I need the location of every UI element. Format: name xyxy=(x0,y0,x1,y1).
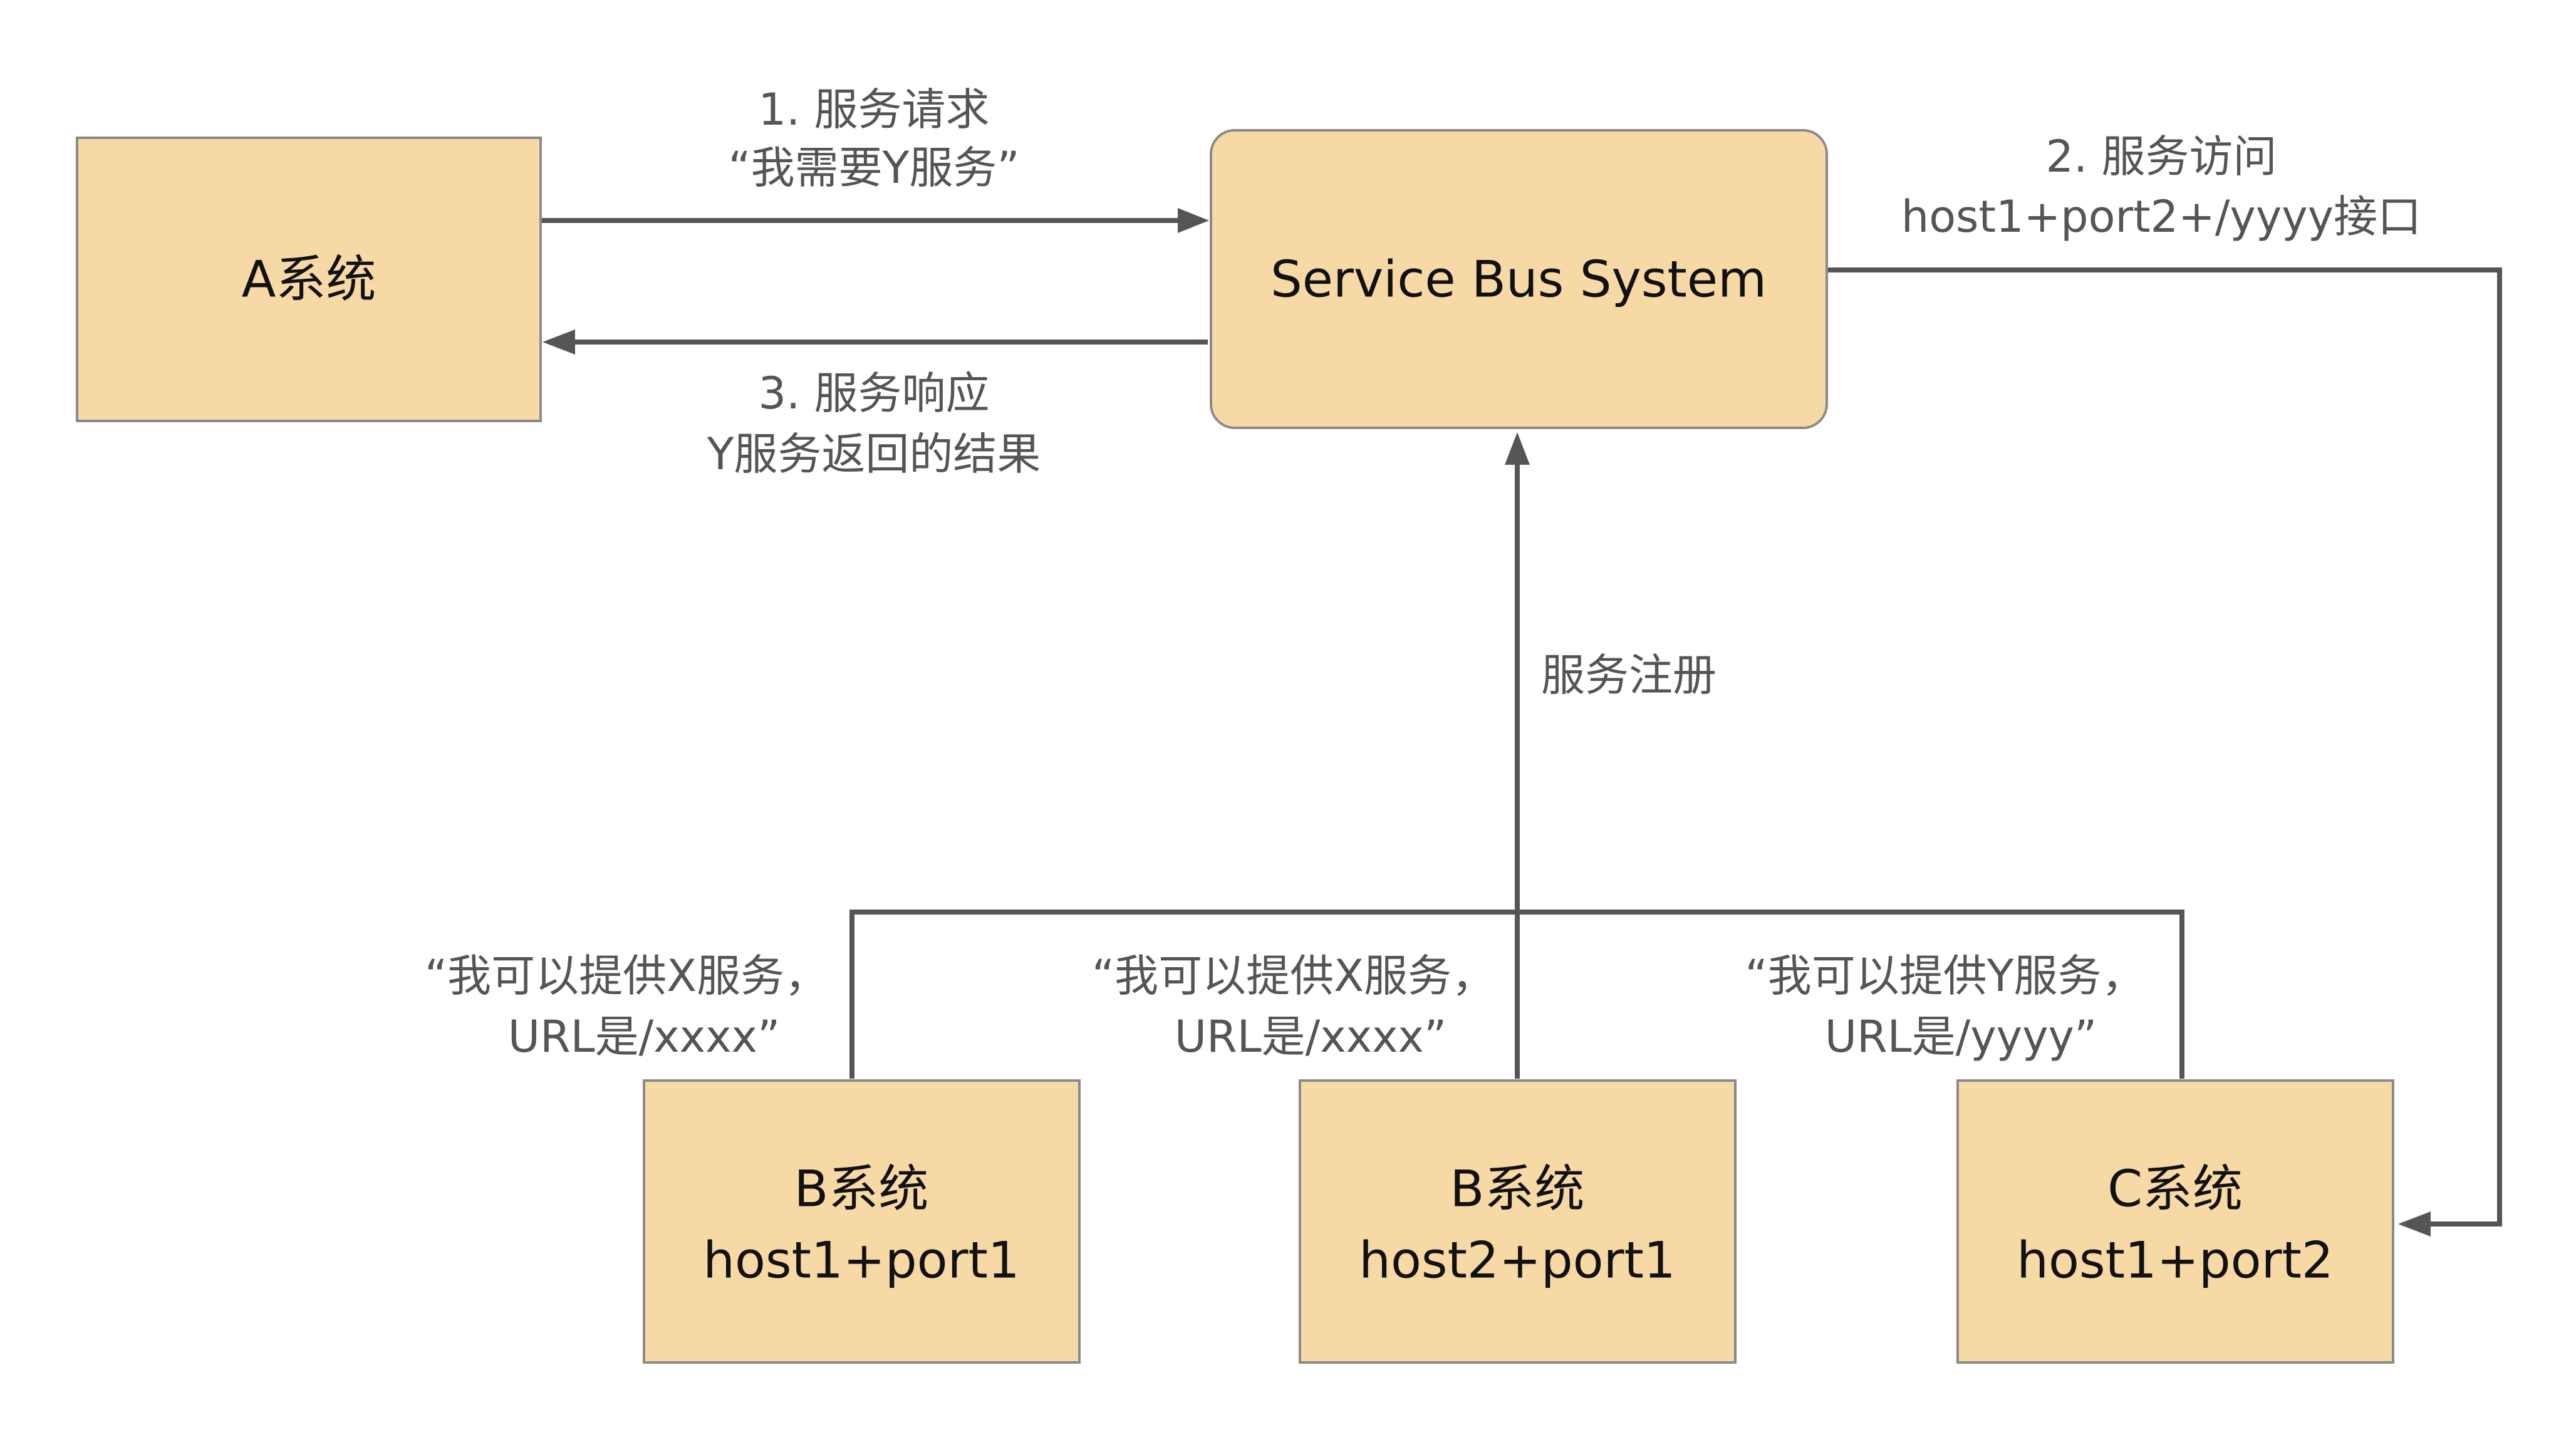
node-a-system: A系统 xyxy=(76,137,542,422)
edge-request-label: 1. 服务请求 “我需要Y服务” xyxy=(728,84,1019,194)
node-b-system-1-address: host1+port1 xyxy=(703,1232,1020,1290)
edge-access-label: 2. 服务访问 host1+port2+/yyyy接口 xyxy=(1901,131,2421,242)
edge-request-label-line2: “我需要Y服务” xyxy=(728,142,1019,194)
edge-request-arrowhead xyxy=(1178,208,1209,233)
node-b-system-1-box xyxy=(643,1079,1081,1364)
node-service-bus: Service Bus System xyxy=(1210,129,1828,429)
node-service-bus-box xyxy=(1210,129,1828,429)
node-c-system-box xyxy=(1956,1079,2394,1364)
edge-response-arrowhead xyxy=(543,329,575,355)
node-b-system-1-title: B系统 xyxy=(794,1160,929,1218)
edge-offer-b1-label-line2: URL是/xxxx” xyxy=(508,1011,780,1062)
node-b-system-2-box xyxy=(1299,1079,1737,1364)
node-b-system-2: B系统 host2+port1 xyxy=(1299,1079,1737,1364)
edge-offer-b1-label: “我可以提供X服务， URL是/xxxx” xyxy=(425,950,828,1062)
edge-offer-b2-label-line2: URL是/xxxx” xyxy=(1175,1011,1446,1062)
edge-offer-c-label-line2: URL是/yyyy” xyxy=(1825,1011,2097,1062)
node-service-bus-label: Service Bus System xyxy=(1270,251,1767,309)
edge-offer-b2-label: “我可以提供X服务， URL是/xxxx” xyxy=(1092,950,1495,1062)
edge-response-label: 3. 服务响应 Y服务返回的结果 xyxy=(707,368,1041,480)
edge-request xyxy=(541,208,1209,233)
edge-access-arrowhead xyxy=(2398,1211,2431,1237)
edge-offer-c-label-line1: “我可以提供Y服务， xyxy=(1745,950,2145,1002)
edge-offer-b1-label-line1: “我可以提供X服务， xyxy=(425,950,828,1002)
node-a-system-label: A系统 xyxy=(242,251,377,309)
edge-access-label-line2: host1+port2+/yyyy接口 xyxy=(1901,191,2421,242)
edge-register-arrowhead xyxy=(1505,432,1530,465)
edge-access-label-line1: 2. 服务访问 xyxy=(2045,131,2277,182)
edge-response-label-line1: 3. 服务响应 xyxy=(758,368,989,419)
edge-access xyxy=(1827,267,2502,1237)
edge-response-label-line2: Y服务返回的结果 xyxy=(707,428,1041,480)
edge-offer-c-label: “我可以提供Y服务， URL是/yyyy” xyxy=(1745,950,2145,1062)
node-c-system: C系统 host1+port2 xyxy=(1956,1079,2394,1364)
edge-offer-b2-label-line1: “我可以提供X服务， xyxy=(1092,950,1495,1002)
node-c-system-address: host1+port2 xyxy=(2017,1232,2334,1290)
edge-access-line xyxy=(1827,267,2502,1227)
node-b-system-2-title: B系统 xyxy=(1450,1160,1585,1218)
edge-register xyxy=(849,432,2184,1079)
node-a-system-box xyxy=(76,137,542,422)
node-b-system-1: B系统 host1+port1 xyxy=(643,1079,1081,1364)
node-c-system-title: C系统 xyxy=(2107,1160,2243,1218)
edge-request-label-line1: 1. 服务请求 xyxy=(758,84,989,135)
node-b-system-2-address: host2+port1 xyxy=(1359,1232,1676,1290)
edge-response xyxy=(543,329,1208,355)
edge-register-label: 服务注册 xyxy=(1541,650,1716,701)
edge-register-label-line1: 服务注册 xyxy=(1541,650,1716,701)
